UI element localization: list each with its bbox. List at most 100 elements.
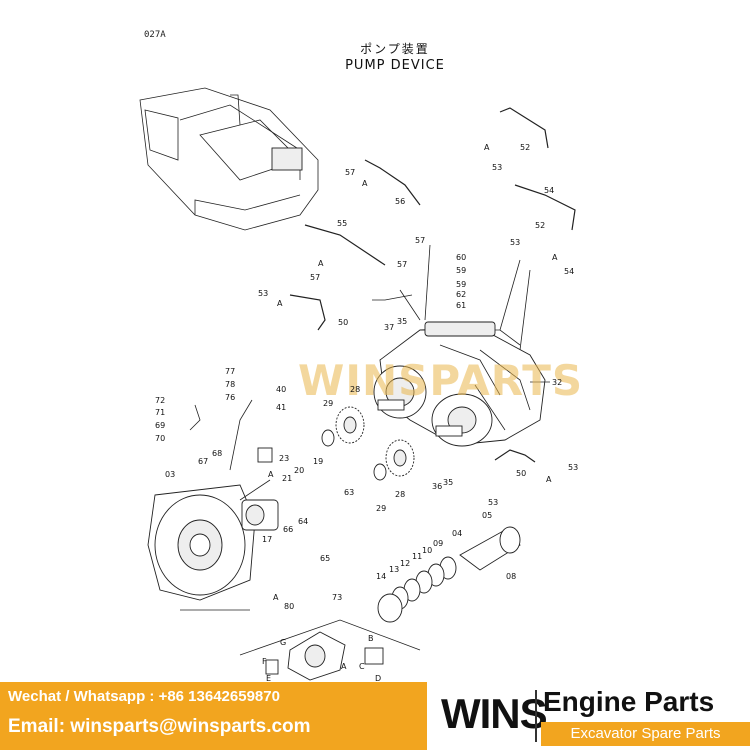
callout: F	[262, 657, 267, 666]
callout: 14	[376, 572, 386, 581]
callout: 54	[564, 267, 574, 276]
callout: 28	[350, 385, 360, 394]
callout: 50	[338, 318, 348, 327]
callout: 10	[422, 546, 432, 555]
callout: 53	[510, 238, 520, 247]
callout: A	[273, 593, 279, 602]
shaft-coupling	[377, 526, 521, 623]
callout: 53	[258, 289, 268, 298]
callout: 57	[415, 236, 425, 245]
contact-banner: Wechat / Whatsapp : +86 13642659870 Emai…	[0, 682, 427, 750]
callout: 28	[395, 490, 405, 499]
callout: 17	[262, 535, 272, 544]
callout: 35	[443, 478, 453, 487]
callout: 52	[520, 143, 530, 152]
callout: A	[546, 475, 552, 484]
parts-diagram: WINSPARTS 52 53 54 A 57 A 56 57 55 57 A …	[139, 87, 583, 682]
callout: 57	[397, 260, 407, 269]
callout: 53	[568, 463, 578, 472]
callout: 63	[344, 488, 354, 497]
callout: A	[268, 470, 274, 479]
callout: 72	[155, 396, 165, 405]
callout: 77	[225, 367, 235, 376]
callout: 19	[313, 457, 323, 466]
callout: B	[368, 634, 374, 643]
callout: 13	[389, 565, 399, 574]
callout: 65	[320, 554, 330, 563]
callout: 76	[225, 393, 235, 402]
callout: 05	[482, 511, 492, 520]
callout: A	[318, 259, 324, 268]
callout: 69	[155, 421, 165, 430]
callout: 03	[165, 470, 175, 479]
watermark-text: WINSPARTS	[298, 356, 583, 405]
callout: 62	[456, 290, 466, 299]
excavator-illustration	[139, 87, 319, 231]
callout: 54	[544, 186, 554, 195]
callout: A	[362, 179, 368, 188]
callout: 64	[298, 517, 308, 526]
callout: 53	[492, 163, 502, 172]
callout: A	[341, 662, 347, 671]
callout-labels: 52 53 54 A 57 A 56 57 55 57 A 57 52 53 5…	[155, 143, 578, 682]
page-code: 027A	[144, 30, 166, 40]
callout: 67	[198, 457, 208, 466]
brand-logo: WINS	[441, 690, 548, 737]
callout: C	[359, 662, 365, 671]
title-english: PUMP DEVICE	[345, 58, 445, 73]
main-pump-assembly	[373, 321, 546, 447]
contact-wechat: Wechat / Whatsapp : +86 13642659870	[8, 688, 280, 705]
title-japanese: ポンプ装置	[360, 42, 430, 56]
callout: 61	[456, 301, 466, 310]
callout: 68	[212, 449, 222, 458]
callout: G	[280, 638, 286, 647]
gear-assembly	[321, 406, 415, 481]
callout: A	[484, 143, 490, 152]
callout: 41	[276, 403, 286, 412]
brand-banner: WINS Engine Parts Excavator Spare Parts	[427, 682, 750, 750]
callout: 12	[400, 559, 410, 568]
callout: 55	[337, 219, 347, 228]
callout: 60	[456, 253, 466, 262]
callout: 29	[376, 504, 386, 513]
callout: A	[552, 253, 558, 262]
callout: 71	[155, 408, 165, 417]
brand-divider	[535, 690, 537, 742]
callout: 73	[332, 593, 342, 602]
callout: 21	[282, 474, 292, 483]
callout: 11	[412, 552, 422, 561]
sub-pump	[241, 447, 279, 531]
callout: D	[375, 674, 381, 682]
callout: 37	[384, 323, 394, 332]
callout: 59	[456, 280, 466, 289]
brand-engine-parts: Engine Parts	[543, 686, 715, 717]
callout: 08	[506, 572, 516, 581]
callout: 52	[535, 221, 545, 230]
callout: 32	[552, 378, 562, 387]
brand-tagline: Excavator Spare Parts	[541, 722, 750, 746]
callout: 23	[279, 454, 289, 463]
callout: 09	[433, 539, 443, 548]
callout: 04	[452, 529, 462, 538]
callout: 36	[432, 482, 442, 491]
callout: 56	[395, 197, 405, 206]
callout: A	[277, 299, 283, 308]
contact-email: Email: winsparts@winsparts.com	[8, 716, 311, 737]
callout: 29	[323, 399, 333, 408]
callout: 59	[456, 266, 466, 275]
callout: 78	[225, 380, 235, 389]
flywheel-housing	[147, 484, 256, 601]
callout: E	[266, 674, 271, 682]
callout: 20	[294, 466, 304, 475]
callout: 70	[155, 434, 165, 443]
callout: 66	[283, 525, 293, 534]
callout: 35	[397, 317, 407, 326]
pipe-lines	[189, 107, 576, 471]
callout: 40	[276, 385, 286, 394]
callout: 57	[310, 273, 320, 282]
leader-lines	[180, 244, 550, 611]
callout: 80	[284, 602, 294, 611]
rubber-coupling	[239, 619, 421, 681]
callout: 57	[345, 168, 355, 177]
callout: 53	[488, 498, 498, 507]
